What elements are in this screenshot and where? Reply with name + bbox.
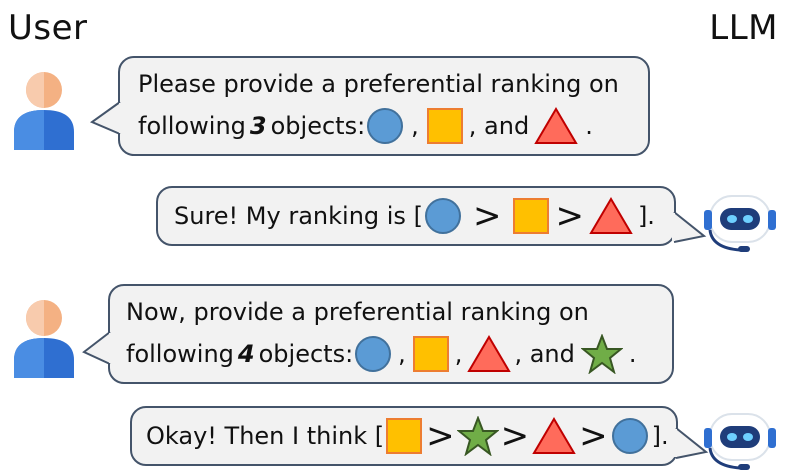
end-mark: ]. [637,202,655,230]
bubble-tail [674,427,709,459]
text-suffix: objects: [258,340,354,368]
triangle-icon [534,107,578,144]
llm-header: LLM [709,8,778,48]
message-4-line: Okay! Then I think [ > > > ]. [146,416,669,456]
greater-than: > [579,416,608,456]
user-icon [14,72,74,150]
bubble-tail [672,211,707,243]
object-count: 3 [249,112,267,140]
end-mark: ]. [651,422,669,450]
square-icon [513,198,550,234]
circle-icon [424,198,461,234]
object-count: 4 [237,340,255,368]
robot-icon [704,195,776,252]
user-header: User [8,8,88,48]
end-mark: . [628,340,637,368]
message-1-line-1: Please provide a preferential ranking on [138,70,619,98]
star-icon [456,416,499,456]
bubble-tail [82,331,112,365]
separator: , and [514,340,575,368]
text-prefix: Okay! Then I think [ [146,422,385,450]
triangle-icon [467,335,512,372]
separator: , and [468,112,530,140]
separator: , [398,340,406,368]
text-prefix: following [126,340,234,368]
separator: , [454,340,463,368]
message-3-line-1: Now, provide a preferential ranking on [126,298,589,326]
square-icon [426,108,463,144]
greater-than: > [555,196,584,236]
message-1-line-2: following 3 objects: , , and . [138,106,593,146]
triangle-icon [589,197,633,234]
square-icon [412,336,449,372]
circle-icon [611,418,648,454]
bubble-tail [89,101,122,135]
message-3-line-2: following 4 objects: , , , and . [126,334,637,374]
circle-icon [367,108,404,144]
separator: , [411,112,419,140]
greater-than: > [500,416,530,456]
user-icon [14,300,74,378]
circle-icon [355,336,392,372]
text-prefix: Sure! My ranking is [ [174,202,423,230]
greater-than: > [426,416,455,456]
robot-icon [704,413,776,470]
triangle-icon [532,417,576,454]
star-icon [580,334,623,374]
end-mark: . [585,112,593,140]
text-suffix: objects: [270,112,366,140]
square-icon [386,418,423,454]
greater-than: > [472,196,502,236]
message-2-line: Sure! My ranking is [ > > ]. [174,196,655,236]
text-prefix: following [138,112,246,140]
llm-message-1 [156,186,676,246]
user-message-2 [108,284,674,384]
